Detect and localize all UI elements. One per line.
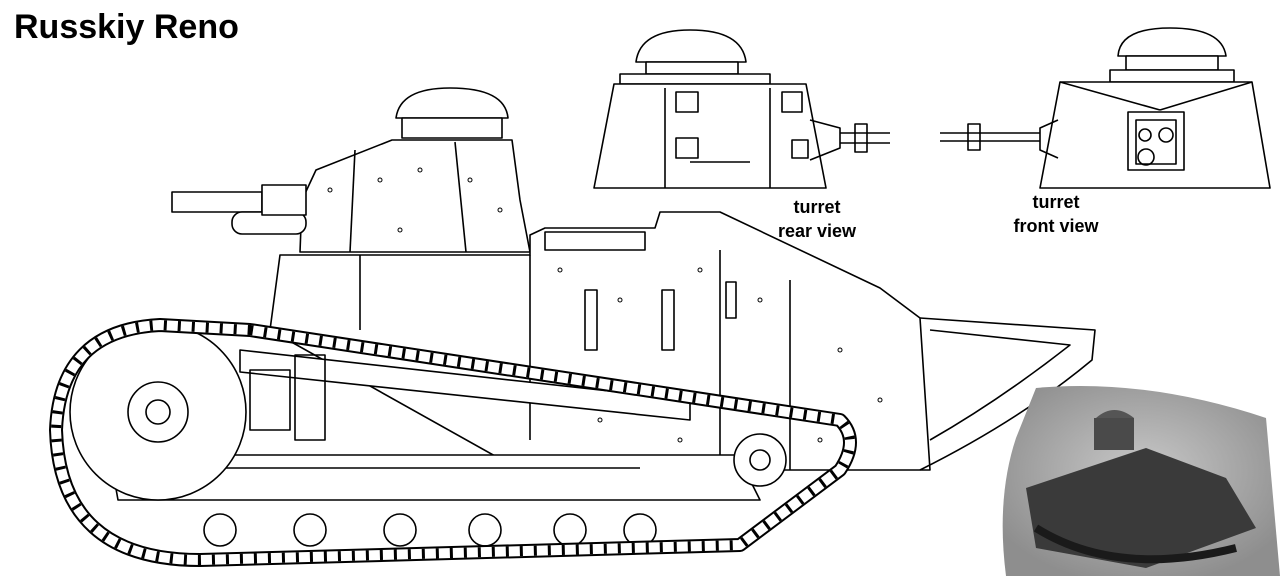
rivet-pattern	[327, 167, 883, 443]
turret-rear-view-caption: turret rear view	[765, 195, 869, 243]
page-title: Russkiy Reno	[14, 8, 239, 46]
track-inner	[51, 320, 855, 565]
turret-rear-view-caption-line1: turret	[793, 197, 841, 217]
turret-front-view-caption: turret front view	[1000, 190, 1112, 238]
turret-front-view-caption-line1: turret	[1032, 192, 1080, 212]
turret-rear-view-drawing	[593, 29, 890, 189]
turret-front-view-drawing	[940, 27, 1271, 189]
turret-front-view-caption-line2: front view	[1013, 216, 1099, 236]
turret-rear-view-caption-line2: rear view	[777, 221, 857, 241]
tank-side-view	[69, 87, 1096, 547]
tank-photo	[1002, 386, 1280, 576]
